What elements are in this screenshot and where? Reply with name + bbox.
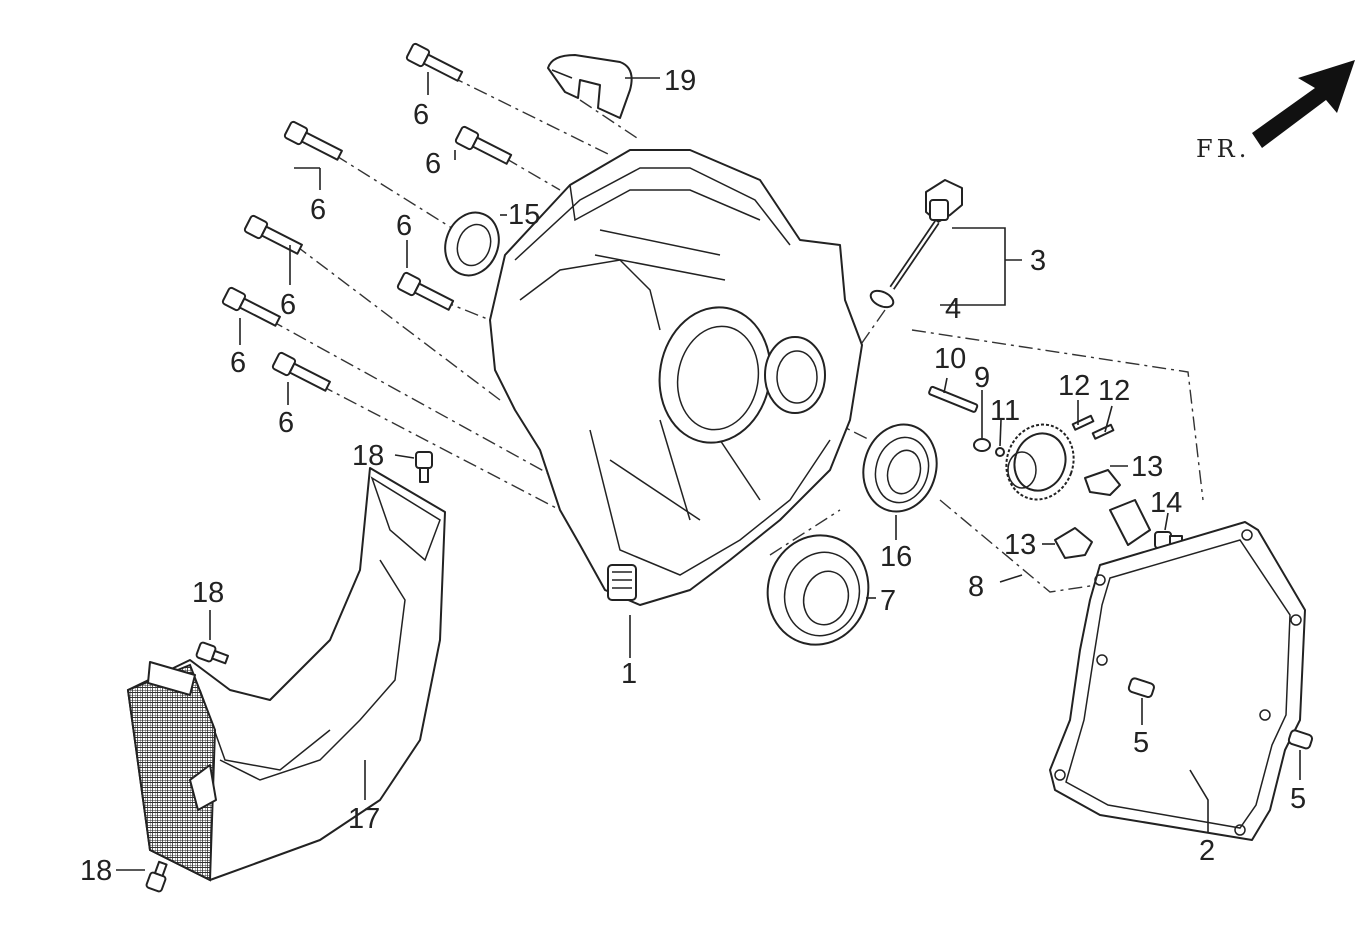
callout-11: 11 — [990, 395, 1020, 427]
dowel-pin — [1287, 729, 1314, 750]
callout-13a: 13 — [1131, 451, 1163, 483]
callout-3: 3 — [1030, 245, 1046, 277]
callout-1: 1 — [621, 658, 637, 690]
part-11-clip — [995, 447, 1005, 457]
bolt — [283, 120, 343, 161]
bolt — [145, 860, 168, 893]
callout-6g: 6 — [278, 407, 294, 439]
small-bolts-part-18 — [145, 451, 433, 893]
callout-6a: 6 — [413, 99, 429, 131]
part-8-governor-assembly — [928, 385, 1183, 559]
bolt — [243, 214, 303, 255]
callout-6e: 6 — [280, 289, 296, 321]
part-17-shroud — [126, 467, 446, 882]
dowel-pin — [1127, 677, 1155, 699]
callout-14: 14 — [1150, 487, 1182, 519]
callout-6d: 6 — [396, 210, 412, 242]
callout-18b: 18 — [192, 577, 224, 609]
front-direction-indicator: FR. — [1196, 60, 1355, 163]
bolts-part-6 — [221, 42, 513, 392]
callout-17: 17 — [348, 803, 380, 835]
part-13-weight — [1084, 469, 1121, 496]
callout-10: 10 — [934, 343, 966, 375]
callout-4: 4 — [945, 293, 961, 325]
dowel-pins-part-5 — [1127, 677, 1314, 750]
callout-2: 2 — [1199, 835, 1215, 867]
part-1-crankcase-cover — [489, 149, 863, 606]
part-12-pin — [1071, 414, 1095, 431]
governor-sleeve — [1109, 499, 1151, 546]
direction-label: FR. — [1196, 135, 1250, 163]
callout-6b: 6 — [425, 148, 441, 180]
part-13-weight — [1054, 527, 1093, 559]
front-arrow-icon — [1252, 60, 1355, 148]
callout-labels: 1 2 3 4 5 5 6 6 6 6 6 6 6 7 8 9 10 11 12… — [80, 65, 1306, 887]
callout-12a: 12 — [1058, 370, 1090, 402]
part-7-bearing — [766, 534, 870, 646]
governor-gear — [1005, 423, 1075, 501]
part-3-oil-gauge — [889, 179, 963, 290]
bolt — [221, 286, 281, 327]
callout-7: 7 — [880, 585, 896, 617]
callout-5b: 5 — [1290, 783, 1306, 815]
callout-9: 9 — [974, 362, 990, 394]
callout-19: 19 — [664, 65, 696, 97]
leader-lines — [116, 72, 1301, 871]
bolt — [454, 125, 513, 165]
callout-18a: 18 — [352, 440, 384, 472]
part-15-oil-seal — [444, 211, 500, 277]
callout-6c: 6 — [310, 194, 326, 226]
part-9-washer — [973, 438, 991, 452]
callout-16: 16 — [880, 541, 912, 573]
part-12-pin — [1091, 423, 1115, 440]
bolt — [271, 351, 331, 392]
bolt — [405, 42, 464, 82]
callout-15: 15 — [508, 199, 540, 231]
part-10-shaft — [928, 385, 979, 413]
bolt — [195, 641, 230, 665]
callout-12b: 12 — [1098, 375, 1130, 407]
callout-18c: 18 — [80, 855, 112, 887]
part-19-cap — [547, 54, 633, 119]
callout-8: 8 — [968, 571, 984, 603]
callout-6f: 6 — [230, 347, 246, 379]
callout-13b: 13 — [1004, 529, 1036, 561]
part-16-bearing — [862, 423, 938, 513]
part-14-bolt — [1154, 531, 1183, 549]
callout-5a: 5 — [1133, 727, 1149, 759]
part-4-o-ring — [869, 289, 895, 309]
bolt — [415, 451, 433, 483]
part-2-gasket — [1049, 521, 1306, 841]
bolt — [396, 271, 455, 311]
